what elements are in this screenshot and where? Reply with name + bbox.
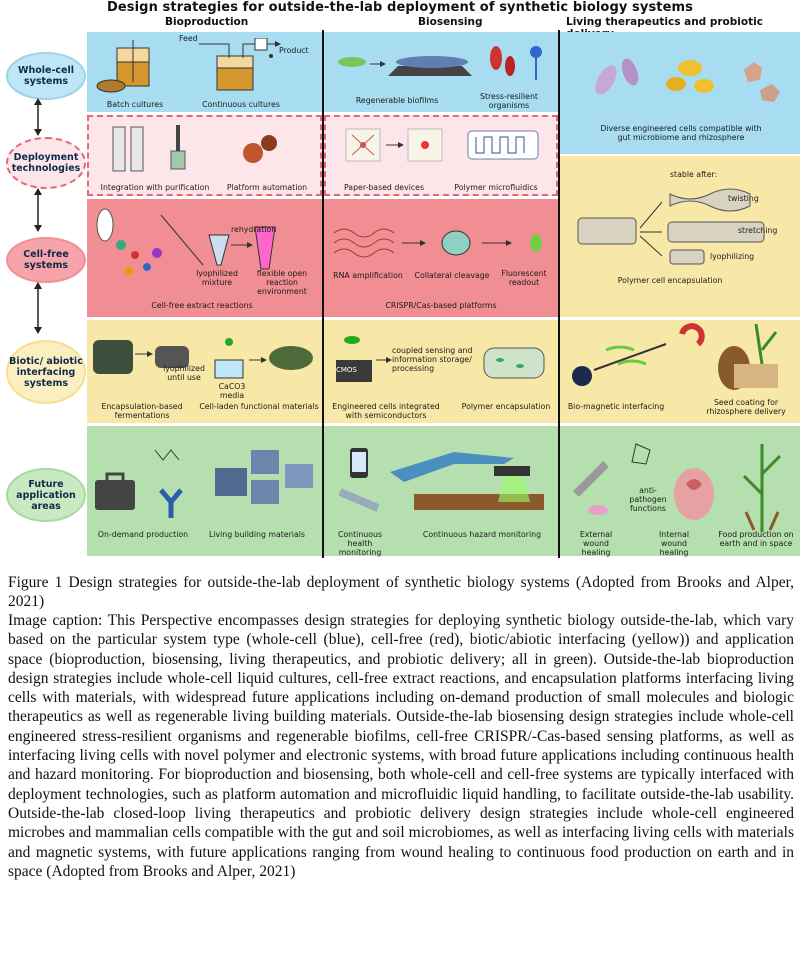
row-label-interfacing: Biotic/ abiotic interfacing systems <box>6 340 86 404</box>
figure-title: Design strategies for outside-the-lab de… <box>106 0 694 15</box>
automation-label: Platform automation <box>226 183 308 192</box>
stable-after-label: stable after: <box>670 170 718 179</box>
stretching-label: stretching <box>738 226 778 235</box>
row-label-future: Future application areas <box>6 468 86 522</box>
monitoring-icon <box>338 448 544 512</box>
cell-bioproduction-future: On-demand production Living building mat… <box>87 426 322 556</box>
purification-label: Integration with purification <box>100 183 210 192</box>
cell-therapeutics-whole-cell: Diverse engineered cells compatible with… <box>560 32 800 154</box>
polymer-microfluidics-label: Polymer microfluidics <box>454 183 538 192</box>
semiconductors-label: Engineered cells integrated with semicon… <box>332 402 440 420</box>
cmos-label: CMOS <box>336 366 357 374</box>
cell-biosensing-cell-free: RNA amplification Collateral cleavage Fl… <box>324 199 558 317</box>
batch-cultures-label: Batch cultures <box>106 100 164 109</box>
engineered-cells-icon <box>595 58 780 102</box>
wound-healing-icon <box>573 443 782 532</box>
column-header-bioproduction: Bioproduction <box>165 16 249 28</box>
purification-column-icon <box>112 125 277 172</box>
polymer-encap-label: Polymer encapsulation <box>461 402 551 411</box>
open-env-label: flexible open reaction environment <box>256 269 308 296</box>
living-building-label: Living building materials <box>209 530 305 539</box>
figure: Design strategies for outside-the-lab de… <box>6 0 800 558</box>
figure-caption: Figure 1 Design strategies for outside-t… <box>8 574 794 611</box>
cell-bioproduction-deployment: Integration with purification Platform a… <box>87 115 322 196</box>
cell-therapeutics-encapsulation: stable after: twisting stretching lyophi… <box>560 156 800 317</box>
seed-coating-label: Seed coating for rhizosphere delivery <box>706 398 786 416</box>
column-divider <box>558 30 560 558</box>
biofilms-label: Regenerable biofilms <box>355 96 439 105</box>
stress-resilient-label: Stress-resilient organisms <box>480 92 538 110</box>
coupled-sensing-label: coupled sensing and information storage/… <box>392 346 473 373</box>
row-label-cell-free: Cell-free systems <box>6 237 86 283</box>
hazard-monitoring-label: Continuous hazard monitoring <box>422 530 542 539</box>
rna-amp-label: RNA amplification <box>333 271 403 280</box>
encapsulation-ferm-label: Encapsulation-based fermentations <box>101 402 183 420</box>
polymer-encapsulation-icon <box>577 188 765 265</box>
row-connector-arrows <box>34 98 42 334</box>
feed-label: Feed <box>179 34 198 43</box>
crispr-icon <box>333 228 542 258</box>
cell-free-extract-label: Cell-free extract reactions <box>151 301 253 310</box>
cell-bioproduction-whole-cell: Feed Product Batch cultures Continuous c… <box>87 32 322 112</box>
lyophilized-mixture-label: lyophilized mixture <box>196 269 238 287</box>
production-icon <box>95 449 313 518</box>
on-demand-label: On-demand production <box>97 530 189 539</box>
twisting-label: twisting <box>728 194 759 203</box>
internal-wound-label: Internal wound healing <box>658 530 690 557</box>
column-header-biosensing: Biosensing <box>418 16 483 28</box>
crispr-label: CRISPR/Cas-based platforms <box>385 301 497 310</box>
cell-biosensing-deployment: Paper-based devices Polymer microfluidic… <box>324 115 558 196</box>
cell-biosensing-future: Continuous health monitoring Continuous … <box>324 426 558 557</box>
magnetic-icon <box>572 323 778 390</box>
bioreactor-icon <box>96 38 281 93</box>
cell-bioproduction-interfacing: lyophilized until use CaCO3 media Encaps… <box>87 320 322 423</box>
magnetic-label: Bio-magnetic interfacing <box>567 402 665 411</box>
cell-therapeutics-interfacing: Bio-magnetic interfacing Seed coating fo… <box>560 320 800 423</box>
rehydration-label: rehydration <box>231 225 277 234</box>
health-monitoring-label: Continuous health monitoring <box>337 530 383 557</box>
cell-free-reaction-icon <box>96 208 276 275</box>
cell-biosensing-interfacing: CMOS coupled sensing and information sto… <box>324 320 558 423</box>
collateral-label: Collateral cleavage <box>414 271 490 280</box>
cell-laden-label: Cell-laden functional materials <box>199 402 319 411</box>
image-caption: Image caption: This Perspective encompas… <box>8 612 794 880</box>
encapsulation-icon <box>93 338 313 379</box>
caco3-label: CaCO3 media <box>218 382 246 400</box>
cell-therapeutics-future: anti- pathogen functions External wound … <box>560 426 800 557</box>
biofilm-icon <box>338 46 542 80</box>
product-label: Product <box>279 46 309 55</box>
cell-bioproduction-cell-free: rehydration lyophilized mixture flexible… <box>87 199 322 317</box>
fluorescent-label: Fluorescent readout <box>501 269 547 287</box>
continuous-cultures-label: Continuous cultures <box>202 100 280 109</box>
row-label-whole-cell: Whole-cell systems <box>6 52 86 100</box>
column-divider <box>322 30 324 558</box>
polymer-cell-label: Polymer cell encapsulation <box>617 276 723 285</box>
diverse-cells-label: Diverse engineered cells compatible with… <box>600 124 762 142</box>
lyophilized-until-use-label: lyophilized until use <box>163 364 205 382</box>
row-label-deployment: Deployment technologies <box>6 137 86 189</box>
lyophilizing-label: lyophilizing <box>710 252 755 261</box>
anti-pathogen-label: anti- pathogen functions <box>629 486 667 513</box>
food-production-label: Food production on earth and in space <box>718 530 794 548</box>
external-wound-label: External wound healing <box>579 530 613 557</box>
cell-biosensing-whole-cell: Regenerable biofilms Stress-resilient or… <box>324 32 558 112</box>
paper-devices-label: Paper-based devices <box>343 183 425 192</box>
microfluidics-icon <box>345 128 539 162</box>
semiconductor-icon <box>336 336 545 382</box>
